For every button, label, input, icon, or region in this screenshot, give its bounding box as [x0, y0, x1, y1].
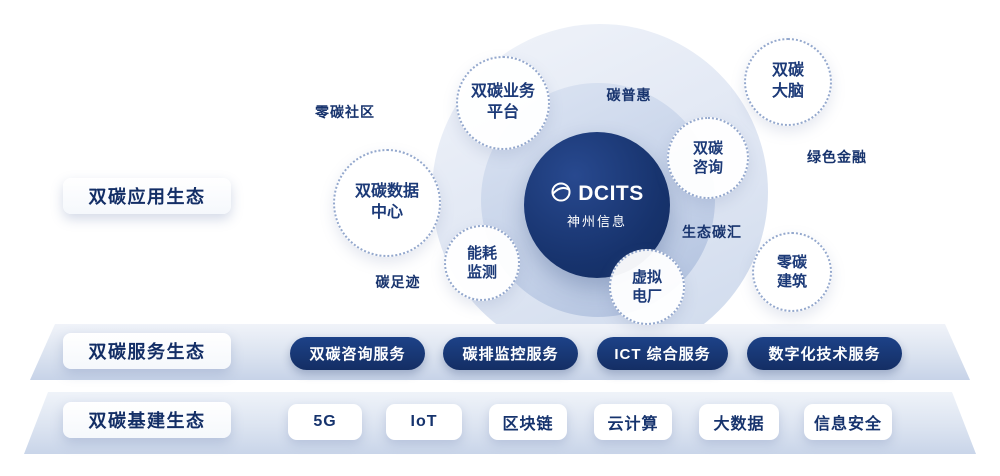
tech-box-big-data: 大数据 — [699, 404, 779, 440]
bubble-virtual-power-plant: 虚拟 电厂 — [609, 249, 685, 325]
pill-consulting-service: 双碳咨询服务 — [290, 337, 425, 370]
bubble-data-center: 双碳数据 中心 — [333, 149, 441, 257]
tag-eco-carbon-sink: 生态碳汇 — [682, 224, 742, 240]
bubble-zero-carbon-building: 零碳 建筑 — [752, 232, 832, 312]
tag-carbon-footprint: 碳足迹 — [375, 274, 421, 290]
tech-box-blockchain: 区块链 — [489, 404, 567, 440]
bubble-business-platform: 双碳业务 平台 — [456, 56, 550, 150]
tag-zero-carbon-community: 零碳社区 — [315, 104, 375, 120]
tag-green-finance: 绿色金融 — [807, 149, 867, 165]
brand-row: DCITS — [550, 181, 644, 208]
label-infrastructure-ecosystem: 双碳基建生态 — [63, 402, 231, 438]
tech-box-5g: 5G — [288, 404, 362, 440]
tech-box-info-security: 信息安全 — [804, 404, 892, 440]
dcits-swoosh-icon — [550, 181, 572, 208]
brand-name: DCITS — [578, 182, 644, 205]
pill-emission-monitoring-service: 碳排监控服务 — [443, 337, 578, 370]
bubble-dual-carbon-brain: 双碳 大脑 — [744, 38, 832, 126]
tag-carbon-inclusion: 碳普惠 — [606, 87, 652, 103]
label-application-ecosystem: 双碳应用生态 — [63, 178, 231, 214]
bubble-consulting: 双碳 咨询 — [667, 117, 749, 199]
pill-ict-service: ICT 综合服务 — [597, 337, 728, 370]
bubble-energy-monitoring: 能耗 监测 — [444, 225, 520, 301]
tech-box-iot: IoT — [386, 404, 462, 440]
tech-box-cloud-computing: 云计算 — [594, 404, 672, 440]
brand-subname: 神州信息 — [566, 213, 627, 229]
pill-digital-tech-service: 数字化技术服务 — [747, 337, 902, 370]
label-service-ecosystem: 双碳服务生态 — [63, 333, 231, 369]
